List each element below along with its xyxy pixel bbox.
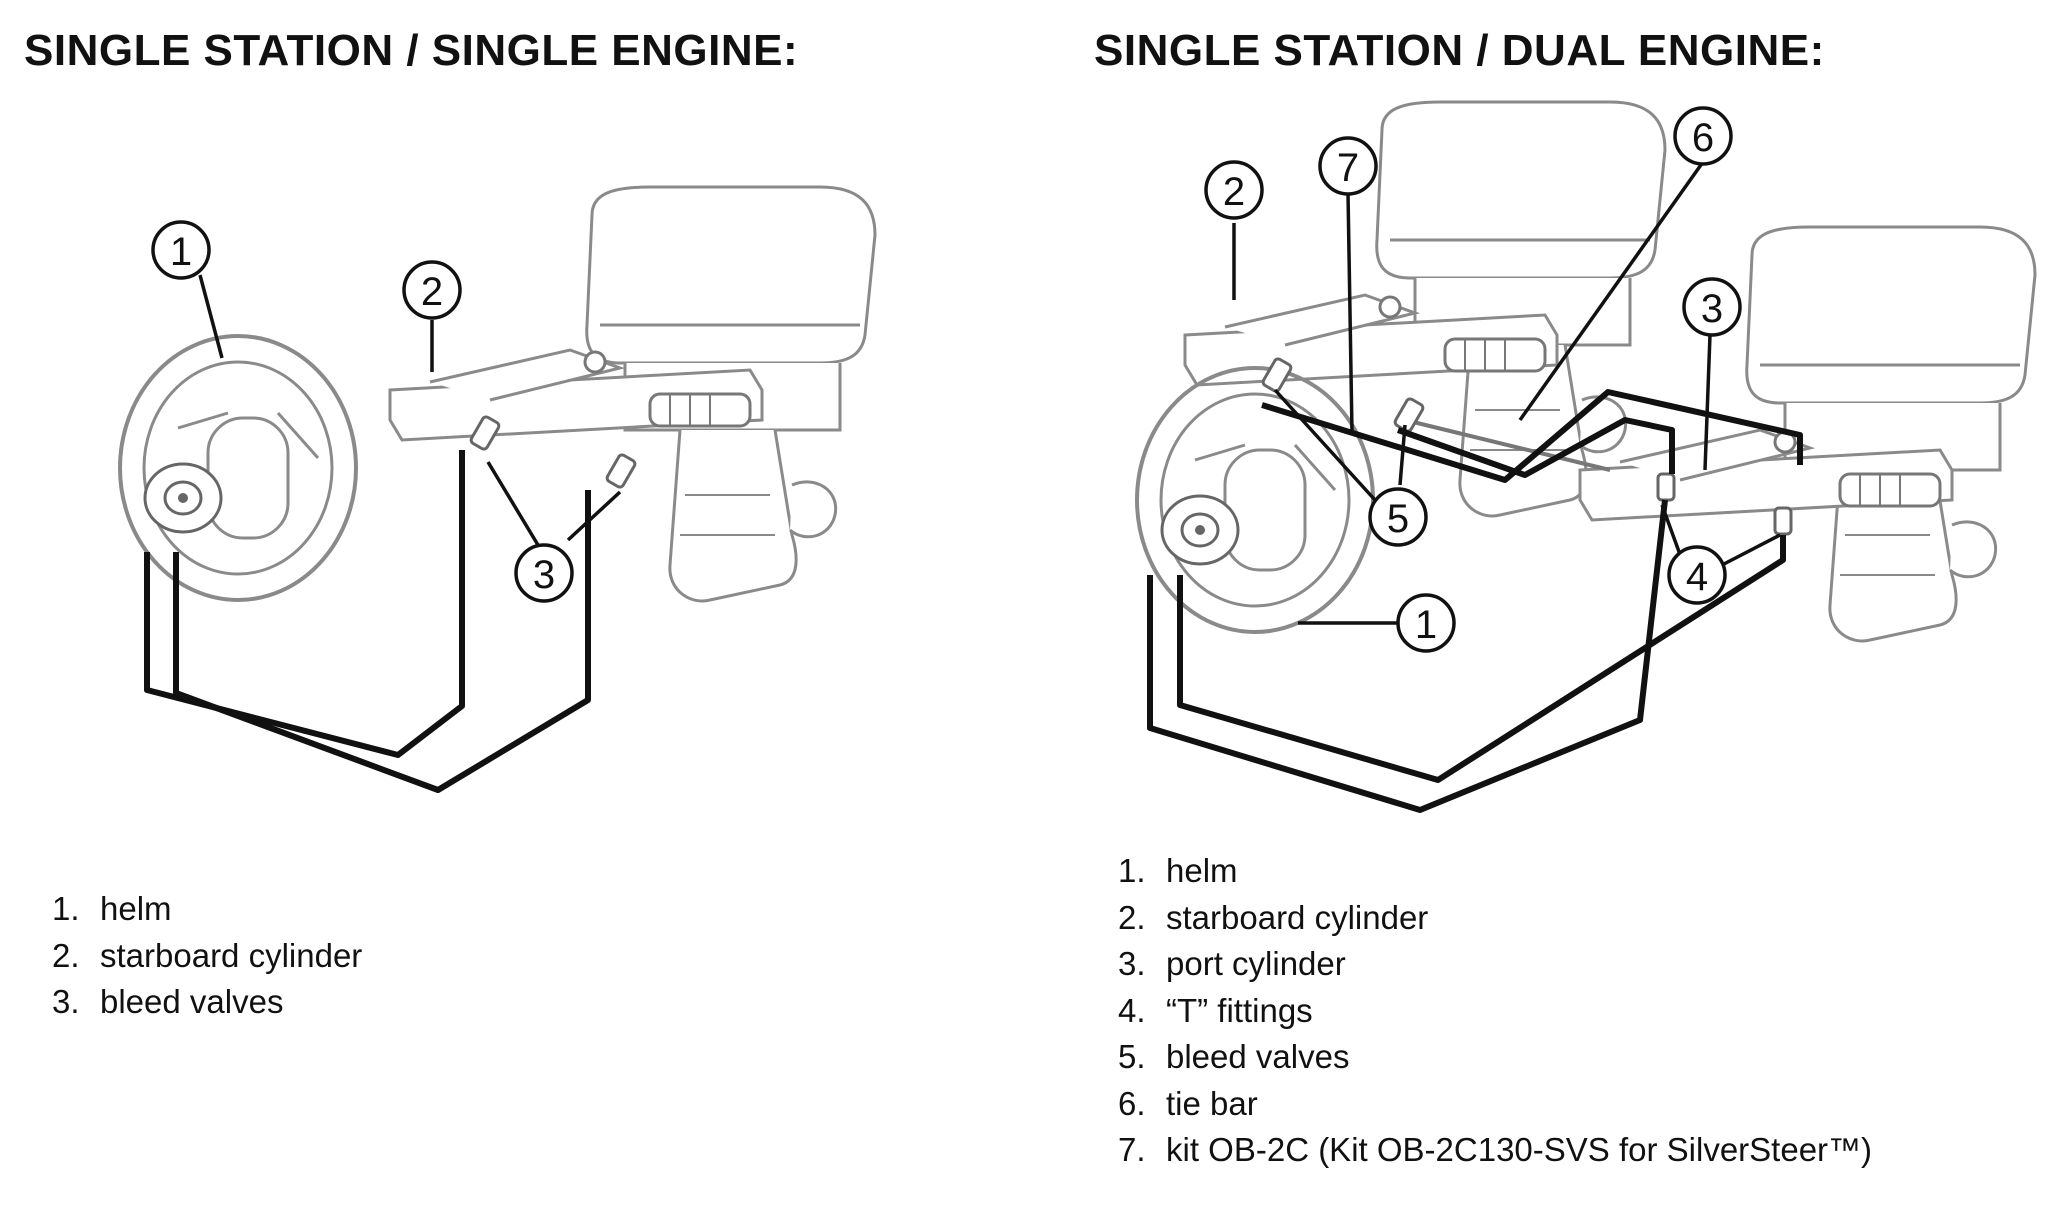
bleed-valve-3 xyxy=(1261,357,1293,393)
leader-left-3b xyxy=(566,490,622,542)
hose-left-a xyxy=(144,450,465,758)
callout-right-2: 2 xyxy=(1204,160,1264,220)
callout-left-3: 3 xyxy=(514,543,574,603)
kit-hose-upper xyxy=(1261,389,1803,483)
svg-text:6: 6 xyxy=(1692,116,1714,160)
bleed-valve-2 xyxy=(605,453,637,489)
legend-item: 3. port cylinder xyxy=(1118,941,1872,988)
legend-item: 3. bleed valves xyxy=(52,979,362,1026)
legend-text: bleed valves xyxy=(1166,1038,1350,1075)
legend-number: 7. xyxy=(1118,1131,1146,1168)
legend-text: bleed valves xyxy=(100,983,284,1020)
legend-item: 1. helm xyxy=(1118,848,1872,895)
callout-right-1: 1 xyxy=(1396,593,1456,653)
leader-right-5b xyxy=(1398,424,1407,486)
legend-text: helm xyxy=(1166,852,1238,889)
legend-text: port cylinder xyxy=(1166,945,1346,982)
svg-text:2: 2 xyxy=(1223,170,1245,214)
left-panel-drawing xyxy=(118,185,877,603)
callout-right-5: 5 xyxy=(1368,487,1428,547)
leader-left-1 xyxy=(198,274,224,359)
legend-text: tie bar xyxy=(1166,1084,1258,1122)
svg-text:1: 1 xyxy=(1415,603,1437,647)
svg-text:7: 7 xyxy=(1337,146,1359,190)
left-panel-title: SINGLE STATION / SINGLE ENGINE: xyxy=(24,26,799,75)
legend-number: 5. xyxy=(1118,1038,1146,1075)
leader-right-5a xyxy=(1273,388,1377,502)
legend-number: 6. xyxy=(1118,1084,1146,1122)
callout-right-3: 3 xyxy=(1682,277,1742,337)
t-fitting-1 xyxy=(1656,472,1676,502)
kit-hose-lower xyxy=(1396,417,1675,478)
legend-number: 3. xyxy=(1118,945,1146,982)
legend-number: 2. xyxy=(52,936,80,974)
helm-wheel xyxy=(1135,366,1375,634)
callout-right-6: 6 xyxy=(1673,106,1733,166)
left-panel-leaders xyxy=(198,274,622,546)
left-legend: 1. helm 2. starboard cylinder 3. bleed valv… xyxy=(52,886,362,1026)
legend-text: helm xyxy=(100,890,172,927)
svg-text:5: 5 xyxy=(1387,497,1409,541)
leader-right-3 xyxy=(1703,334,1712,471)
leader-right-4a xyxy=(1660,504,1684,561)
callout-left-1: 1 xyxy=(151,220,211,280)
legend-item: 2. starboard cylinder xyxy=(1118,895,1872,942)
left-panel-callouts: 1 2 3 xyxy=(151,220,574,603)
tie-bar xyxy=(1404,418,1611,472)
hose-left-b xyxy=(173,490,591,793)
legend-item: 7. kit OB-2C (Kit OB-2C130-SVS for Silver… xyxy=(1118,1127,1872,1174)
callout-right-4: 4 xyxy=(1667,545,1727,605)
right-panel-hoses xyxy=(1147,389,1803,813)
right-panel-leaders xyxy=(1232,160,1781,625)
svg-text:3: 3 xyxy=(533,553,555,597)
svg-text:1: 1 xyxy=(170,230,192,274)
legend-number: 3. xyxy=(52,983,80,1020)
right-panel-drawing xyxy=(1135,100,2037,643)
legend-text: starboard cylinder xyxy=(100,936,363,974)
legend-item: 2. starboard cylinder xyxy=(52,933,362,980)
leader-left-3a xyxy=(486,461,540,546)
right-legend: 1. helm 2. starboard cylinder 3. port cylin… xyxy=(1118,848,1872,1174)
legend-text: “T” fittings xyxy=(1166,991,1313,1029)
right-panel-title: SINGLE STATION / DUAL ENGINE: xyxy=(1094,26,1825,75)
leader-right-6 xyxy=(1518,160,1705,422)
left-panel-hoses xyxy=(144,450,591,793)
callout-left-2: 2 xyxy=(402,260,462,320)
leader-right-7 xyxy=(1346,192,1354,433)
legend-item: 5. bleed valves xyxy=(1118,1034,1872,1081)
t-fitting-2 xyxy=(1773,506,1793,536)
hose-right-b xyxy=(1177,535,1786,783)
helm-wheel xyxy=(118,334,358,602)
callout-right-7: 7 xyxy=(1318,136,1378,196)
svg-text:3: 3 xyxy=(1701,287,1723,331)
legend-number: 1. xyxy=(52,890,80,927)
right-panel-callouts: 1 2 3 4 5 6 7 xyxy=(1204,106,1742,653)
legend-item: 6. tie bar xyxy=(1118,1081,1872,1128)
legend-item: 4. “T” fittings xyxy=(1118,988,1872,1035)
legend-text: kit OB-2C (Kit OB-2C130-SVS for SilverSt… xyxy=(1166,1131,1873,1168)
legend-number: 4. xyxy=(1118,991,1146,1029)
svg-text:4: 4 xyxy=(1686,555,1708,599)
legend-item: 1. helm xyxy=(52,886,362,933)
bleed-valve-4 xyxy=(1393,397,1425,433)
svg-text:2: 2 xyxy=(421,270,443,314)
legend-text: starboard cylinder xyxy=(1166,898,1429,936)
bleed-valve-1 xyxy=(469,415,501,451)
legend-number: 2. xyxy=(1118,898,1146,936)
leader-right-4b xyxy=(1721,533,1781,567)
legend-number: 1. xyxy=(1118,852,1146,889)
